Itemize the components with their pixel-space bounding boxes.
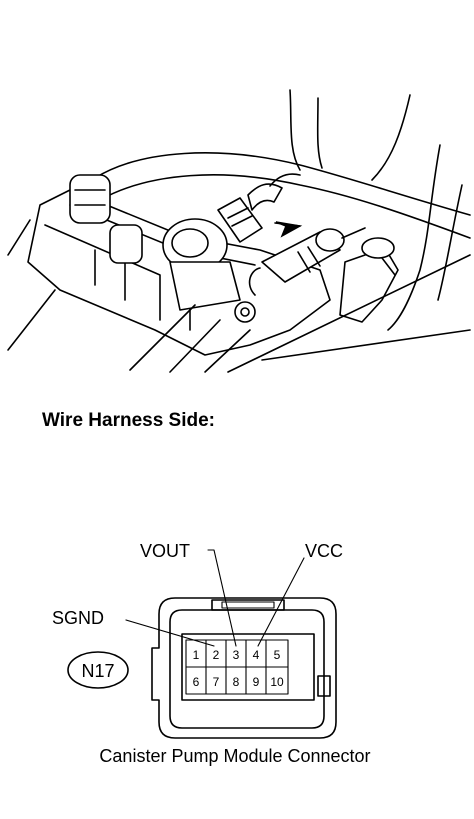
port-fitting bbox=[109, 224, 143, 264]
pin-grid-columns bbox=[205, 639, 267, 695]
fitting-ridges bbox=[74, 189, 106, 206]
frame-line bbox=[7, 219, 31, 256]
pin-label-4: 4 bbox=[253, 648, 260, 662]
tube-line bbox=[341, 227, 366, 239]
main-hose bbox=[94, 152, 471, 216]
engine-bay-illustration bbox=[7, 89, 471, 373]
hose-line bbox=[387, 144, 441, 331]
vcc-leader bbox=[257, 557, 305, 647]
hose-line bbox=[437, 184, 463, 301]
arrow-shaft bbox=[274, 222, 301, 227]
tube-clamp bbox=[297, 246, 321, 273]
connector-outer-shell bbox=[151, 597, 337, 739]
vout-leader bbox=[207, 549, 237, 647]
right-fitting bbox=[339, 247, 399, 323]
connector-code: N17 bbox=[81, 661, 114, 681]
frame-line bbox=[204, 329, 251, 373]
connector-caption: Canister Pump Module Connector bbox=[99, 746, 370, 766]
connector-code-badge bbox=[67, 651, 129, 689]
pin-label-5: 5 bbox=[274, 648, 281, 662]
frame-line bbox=[7, 289, 56, 351]
frame-line bbox=[261, 329, 471, 361]
module-connector bbox=[217, 197, 263, 243]
connector-latch bbox=[211, 599, 285, 611]
connector-diagram: 1 2 3 4 5 6 7 8 9 10 VOUT VCC SGND N17 bbox=[52, 541, 343, 739]
section-heading: Wire Harness Side: bbox=[42, 410, 215, 431]
frame-line bbox=[129, 304, 196, 371]
harness-wire bbox=[269, 173, 301, 187]
connector-latch-inner bbox=[221, 601, 275, 609]
pin-label-1: 1 bbox=[193, 648, 200, 662]
canister-ridge bbox=[44, 224, 161, 321]
pin-label-10: 10 bbox=[270, 675, 284, 689]
frame-line bbox=[227, 254, 471, 373]
vcc-label: VCC bbox=[305, 541, 343, 561]
vout-label: VOUT bbox=[140, 541, 190, 561]
pin-label-9: 9 bbox=[253, 675, 260, 689]
hose-line bbox=[371, 94, 411, 181]
connector-ridges bbox=[227, 207, 253, 227]
pin-label-2: 2 bbox=[213, 648, 220, 662]
pump-base bbox=[169, 261, 241, 311]
tube-line bbox=[248, 267, 261, 296]
main-hose bbox=[99, 174, 471, 239]
pump-module-ring bbox=[171, 228, 209, 258]
pin-label-7: 7 bbox=[213, 675, 220, 689]
pin-label-3: 3 bbox=[233, 648, 240, 662]
sgnd-label: SGND bbox=[52, 608, 104, 628]
connector-key bbox=[317, 675, 331, 697]
sgnd-leader bbox=[125, 619, 215, 647]
mount-bolt-center bbox=[240, 307, 250, 317]
pin-label-8: 8 bbox=[233, 675, 240, 689]
elbow-fitting bbox=[69, 174, 111, 224]
pin-cavity-frame bbox=[181, 633, 315, 701]
hose-line bbox=[316, 97, 323, 169]
tube-end bbox=[315, 228, 345, 252]
harness-plug bbox=[247, 183, 283, 211]
connector-inner-shell bbox=[169, 609, 325, 729]
frame-line bbox=[169, 319, 221, 373]
mount-bolt bbox=[234, 301, 256, 323]
fitting-cap bbox=[361, 237, 395, 259]
pin-label-6: 6 bbox=[193, 675, 200, 689]
hose-line bbox=[289, 89, 301, 171]
